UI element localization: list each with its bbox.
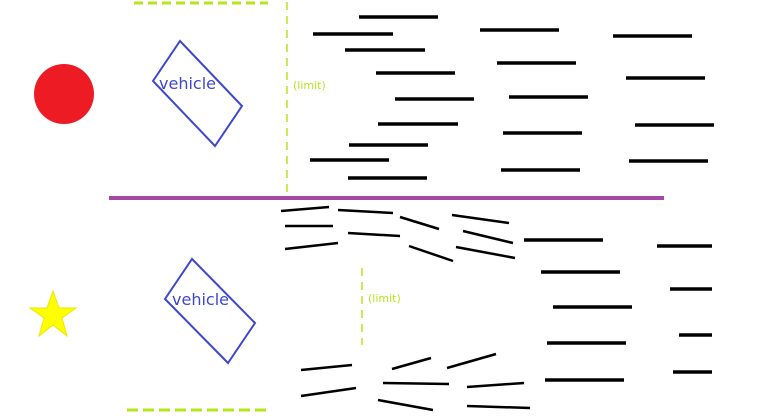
dash: [399, 215, 440, 231]
dash: [284, 241, 339, 251]
vehicle-top-shape: [151, 39, 244, 148]
dash: [391, 356, 432, 371]
limit-bottom-label: (limit): [368, 292, 401, 305]
bottom-scattered-dashes: [280, 205, 531, 412]
dash: [337, 208, 394, 215]
dash: [462, 229, 514, 245]
bottom-section: vehicle (limit): [28, 205, 712, 412]
top-section: vehicle (limit): [34, 1, 714, 196]
vehicle-bottom-shape: [163, 257, 257, 365]
limit-top-label: (limit): [293, 79, 326, 92]
dash: [455, 245, 516, 260]
dash: [377, 398, 434, 412]
dash: [408, 244, 454, 263]
yellow-star-icon: [28, 289, 78, 338]
bottom-right-dashes: [524, 238, 712, 382]
dash: [466, 404, 531, 410]
dash: [280, 205, 330, 213]
dash: [347, 231, 401, 238]
dash: [451, 213, 510, 225]
dash: [466, 381, 525, 389]
vehicle-top-label: vehicle: [159, 74, 216, 93]
dash: [300, 386, 357, 398]
vehicle-bottom-label: vehicle: [172, 290, 229, 309]
top-dash-field: [310, 15, 714, 180]
dash: [382, 381, 450, 386]
red-circle-icon: [34, 64, 94, 124]
dash: [300, 363, 353, 372]
dash: [446, 352, 497, 370]
